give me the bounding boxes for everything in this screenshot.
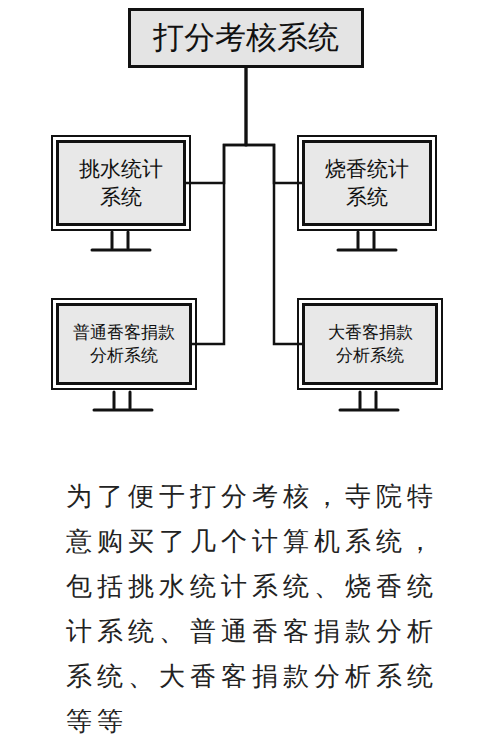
monitor-stand xyxy=(94,392,152,410)
title-box: 打分考核系统 xyxy=(128,8,364,68)
monitor-box: 普通香客捐款分析系统 xyxy=(56,303,192,385)
monitor-box: 挑水统计系统 xyxy=(56,140,186,226)
connector xyxy=(246,68,302,344)
node-label: 大香客捐款分析系统 xyxy=(325,321,415,367)
connector xyxy=(186,68,246,183)
node-label: 烧香统计系统 xyxy=(322,155,412,212)
node-label: 打分考核系统 xyxy=(138,17,355,59)
node-label: 普通香客捐款分析系统 xyxy=(70,321,177,367)
monitor-stand xyxy=(338,232,396,250)
connector xyxy=(192,68,246,344)
monitor-stand xyxy=(340,392,398,410)
node-label: 挑水统计系统 xyxy=(76,155,166,212)
monitor-stand xyxy=(92,232,150,250)
monitor-box: 大香客捐款分析系统 xyxy=(302,303,438,385)
caption-text: 为了便于打分考核，寺院特意购买了几个计算机系统，包括挑水统计系统、烧香统计系统、… xyxy=(66,474,444,744)
monitor-box: 烧香统计系统 xyxy=(302,140,432,226)
